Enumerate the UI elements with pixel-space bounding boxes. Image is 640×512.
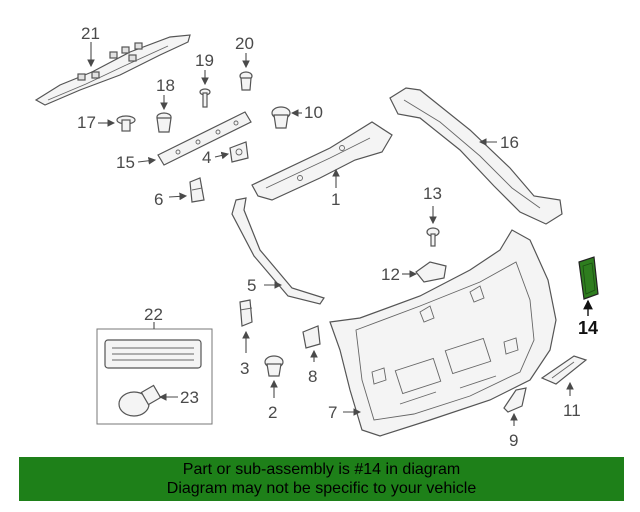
callout-6: 6 (154, 190, 163, 209)
callout-13: 13 (423, 184, 442, 203)
callout-15: 15 (116, 153, 135, 172)
callout-3: 3 (240, 359, 249, 378)
callout-9: 9 (509, 431, 518, 450)
part-18-clip[interactable] (156, 112, 172, 133)
part-12-bracket[interactable] (415, 261, 447, 283)
part-9-cover[interactable] (503, 387, 527, 413)
part-11-handle[interactable] (540, 355, 588, 385)
callout-7: 7 (328, 403, 337, 422)
callout-2: 2 (268, 403, 277, 422)
callout-1: 1 (331, 190, 340, 209)
part-15-trim-strip[interactable] (157, 111, 252, 166)
callout-22: 22 (144, 305, 163, 324)
callout-16: 16 (500, 133, 519, 152)
part-7-liftgate-trim-panel[interactable] (329, 229, 557, 437)
info-banner: Part or sub-assembly is #14 in diagram D… (19, 457, 624, 501)
part-3-clip[interactable] (239, 299, 253, 327)
callout-12: 12 (381, 265, 400, 284)
part-21-upper-trim-panel[interactable] (34, 34, 191, 106)
callout-20: 20 (235, 34, 254, 53)
part-13-screw[interactable] (426, 227, 440, 247)
part-22-lamp-assembly[interactable] (104, 339, 202, 369)
part-19-screw[interactable] (199, 88, 211, 108)
part-2-clip[interactable] (264, 355, 284, 377)
part-4-bracket[interactable] (229, 141, 249, 163)
part-20-clip[interactable] (239, 71, 253, 91)
callout-11: 11 (563, 401, 581, 420)
callout-18: 18 (156, 76, 175, 95)
part-23-bulb[interactable] (118, 384, 162, 417)
part-5-side-trim[interactable] (231, 197, 325, 305)
part-1-upper-garnish[interactable] (251, 121, 393, 201)
callout-19: 19 (195, 51, 214, 70)
callout-5: 5 (247, 276, 256, 295)
callout-21: 21 (81, 24, 100, 43)
callout-17: 17 (77, 113, 96, 132)
part-16-spoiler-trim[interactable] (389, 87, 563, 225)
banner-line-1: Part or sub-assembly is #14 in diagram (182, 461, 461, 478)
part-6-bracket[interactable] (189, 177, 205, 203)
part-14-trim-piece[interactable] (578, 256, 599, 300)
callout-8: 8 (308, 367, 317, 386)
part-10-clip[interactable] (271, 106, 291, 129)
banner-line-2: Diagram may not be specific to your vehi… (166, 480, 477, 497)
part-8-cover[interactable] (302, 325, 321, 349)
callout-4: 4 (202, 148, 211, 167)
parts-diagram: 21 17 18 19 20 15 4 (34, 24, 599, 450)
callout-14: 14 (578, 318, 598, 338)
callout-23: 23 (180, 388, 199, 407)
part-17-push-pin[interactable] (116, 115, 136, 132)
callout-10: 10 (304, 103, 323, 122)
